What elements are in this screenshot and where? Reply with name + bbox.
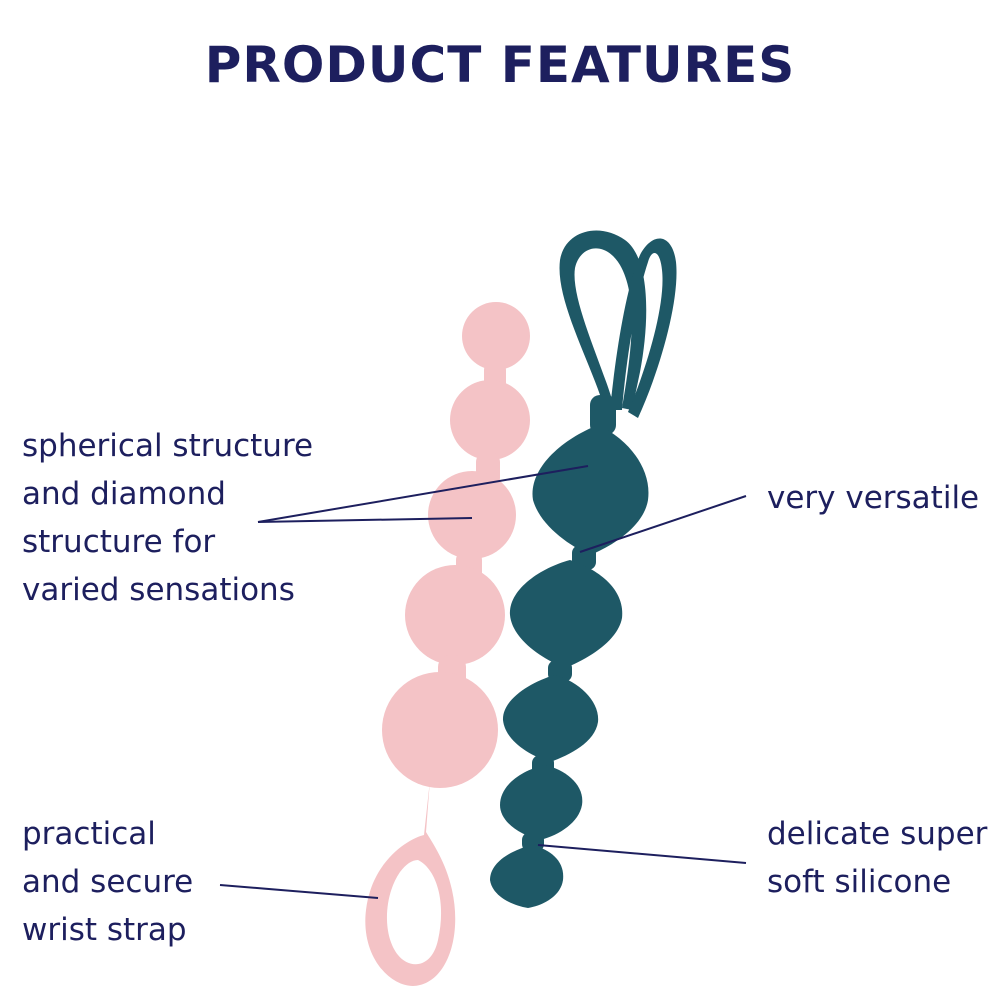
feature-line: structure for <box>22 524 216 560</box>
feature-line: spherical structure <box>22 428 314 464</box>
feature-versatile: very versatile <box>767 474 979 522</box>
feature-line: varied sensations <box>22 572 295 608</box>
teal-diamond-bead <box>509 560 623 668</box>
teal-diamond-bead <box>532 425 649 555</box>
leader-lines <box>219 465 747 899</box>
pink-bead <box>450 380 530 460</box>
feature-line: wrist strap <box>22 912 187 948</box>
feature-line: and secure <box>22 864 194 900</box>
leader-line-versatile <box>579 495 747 553</box>
teal-loop <box>610 238 677 418</box>
pink-bead <box>428 471 516 559</box>
feature-line: soft silicone <box>767 864 952 900</box>
feature-silicone: delicate super soft silicone <box>767 810 987 906</box>
teal-diamond-bead <box>500 765 583 840</box>
feature-line: and diamond <box>22 476 226 512</box>
feature-wrist-strap: practical and secure wrist strap <box>22 810 193 954</box>
leader-line-spherical <box>257 465 589 523</box>
pink-bead <box>405 565 505 665</box>
feature-line: practical <box>22 816 156 852</box>
feature-line: delicate super <box>767 816 988 852</box>
leader-line-spherical <box>257 517 473 523</box>
pink-bead-chain <box>365 302 530 986</box>
pink-wrist-strap <box>365 780 456 986</box>
teal-diamond-bead <box>502 675 599 762</box>
leader-line-strap <box>219 884 379 899</box>
leader-line-silicone <box>537 844 747 864</box>
pink-bead <box>462 302 530 370</box>
feature-spherical-structure: spherical structure and diamond structur… <box>22 422 313 614</box>
teal-diamond-bead <box>490 845 564 908</box>
teal-bead-chain <box>490 230 677 908</box>
teal-loop <box>559 230 647 410</box>
pink-bead <box>382 672 498 788</box>
page-title: PRODUCT FEATURES <box>204 36 796 94</box>
feature-line: very versatile <box>767 480 980 516</box>
